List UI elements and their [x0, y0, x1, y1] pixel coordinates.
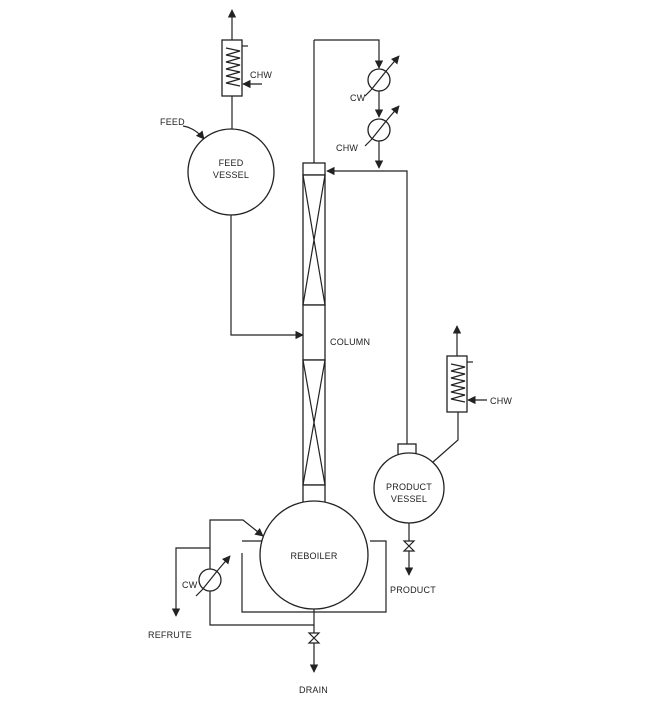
packing-line: [302, 174, 326, 306]
refrute-line: [171, 547, 210, 617]
coil-condenser-icon: [446, 355, 468, 413]
product-vent-line: [432, 412, 459, 463]
product-vessel-label-1: PRODUCT: [386, 482, 432, 492]
exchanger-diagonal: [370, 69, 388, 91]
column-head: [302, 162, 326, 176]
overhead-condensers: CW CHW: [314, 39, 400, 169]
feed-section: [302, 304, 326, 361]
feed-vessel-group: FEED FEED VESSEL: [160, 117, 304, 340]
cw-condenser-label: CW: [350, 93, 366, 103]
reboiler-recycle-line: [209, 519, 264, 569]
feed-vessel-label-1: FEED: [219, 158, 244, 168]
coil-icon: [225, 47, 241, 87]
chw-out-arrow-icon: [386, 105, 400, 121]
reboiler-group: REBOILER CW REFRUTE DRAIN: [148, 500, 387, 695]
feed-vessel-label-2: VESSEL: [213, 170, 249, 180]
feed-line: [230, 215, 304, 340]
cw-in-line: [364, 89, 372, 97]
refrute-label: REFRUTE: [148, 630, 192, 640]
exchanger-diagonal: [201, 569, 219, 591]
cw-out-arrow-icon: [386, 55, 400, 71]
product-vessel-group: PRODUCT VESSEL CHW PRODUCT: [373, 325, 512, 595]
overhead-line: [314, 39, 384, 69]
chw-subcooler-label: CHW: [336, 143, 358, 153]
column-label: COLUMN: [330, 337, 370, 347]
product-label: PRODUCT: [390, 585, 436, 595]
reboiler-drain-line: [209, 591, 314, 626]
valve-icon: [402, 540, 416, 552]
packing-line: [302, 359, 326, 486]
column: COLUMN: [302, 40, 370, 508]
drain-label: DRAIN: [299, 685, 328, 695]
cw-in-line: [195, 589, 203, 597]
exchanger-diagonal: [370, 119, 388, 141]
top-vent-condenser: CHW: [221, 9, 272, 133]
chw-product-label: CHW: [490, 396, 512, 406]
chw-top-label: CHW: [250, 70, 272, 80]
feed-arrow-icon: [182, 125, 205, 140]
cw-reboiler-out-arrow-icon: [217, 555, 231, 571]
coil-icon: [450, 363, 466, 403]
valve-icon: [307, 632, 321, 644]
coil-condenser-icon: [221, 39, 243, 97]
cw-reboiler-label: CW: [182, 580, 198, 590]
heating-bath: [241, 540, 387, 613]
chw-in-line: [364, 139, 372, 147]
reboiler-label: REBOILER: [290, 551, 337, 561]
feed-label: FEED: [160, 117, 185, 127]
reflux-line: [326, 166, 408, 444]
product-vessel-label-2: VESSEL: [391, 494, 427, 504]
